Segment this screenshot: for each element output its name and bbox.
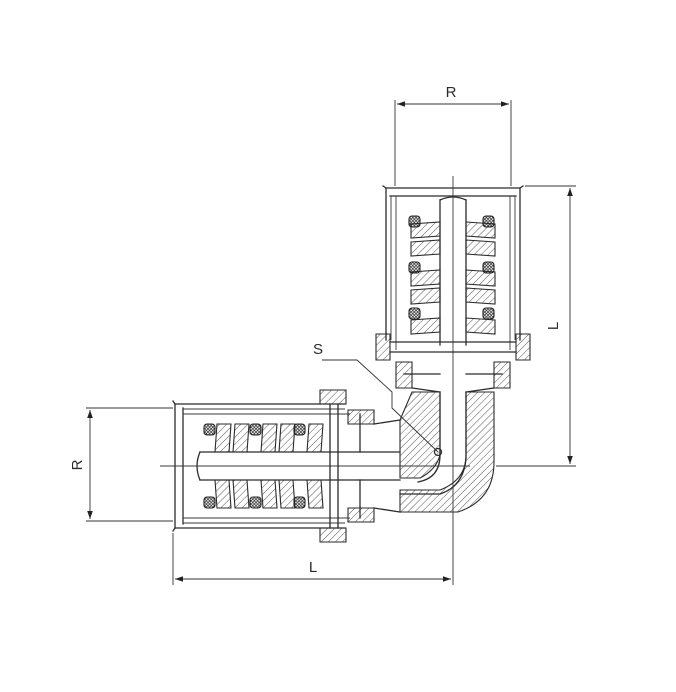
- leader-label-s: S: [313, 341, 323, 358]
- dimension-label-bottom-l: L: [309, 559, 317, 576]
- o-ring-seal: [482, 215, 495, 228]
- dimension-bottom-length: [172, 470, 454, 585]
- reference-point: [433, 447, 443, 457]
- dimension-label-left-r: R: [69, 459, 86, 470]
- o-ring-seal: [408, 261, 421, 274]
- dimension-left-height: [86, 407, 173, 522]
- o-ring-seal: [482, 307, 495, 320]
- o-ring-seal: [203, 496, 216, 509]
- o-ring-seal: [249, 423, 262, 436]
- o-ring-seal: [408, 307, 421, 320]
- dimension-label-right-l: L: [545, 322, 562, 330]
- vertical-branch: [375, 176, 531, 470]
- o-ring-seal: [408, 215, 421, 228]
- dimension-label-top-r: R: [446, 84, 457, 101]
- collar-left: [375, 333, 391, 361]
- dimension-top-width: [394, 100, 512, 186]
- o-ring-seal: [293, 423, 306, 436]
- collar-bottom: [319, 527, 347, 543]
- horizontal-branch: [160, 389, 470, 543]
- leader-s: [322, 359, 439, 453]
- dimension-right-length: [496, 185, 576, 467]
- collar-top: [319, 389, 347, 405]
- o-ring-seal: [203, 423, 216, 436]
- o-ring-seal: [293, 496, 306, 509]
- elbow-body: [399, 391, 495, 513]
- collar-right: [515, 333, 531, 361]
- o-ring-seal: [482, 261, 495, 274]
- o-ring-seal: [249, 496, 262, 509]
